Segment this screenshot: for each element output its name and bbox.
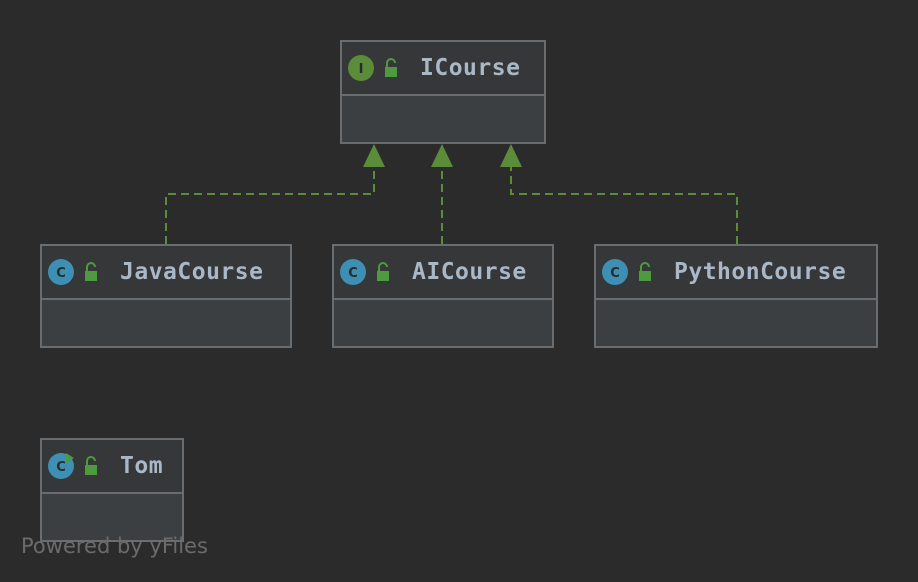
edge-pythoncourse-icourse	[510, 166, 738, 244]
svg-text:C: C	[348, 266, 358, 281]
class-icon: C	[340, 259, 366, 285]
node-pythoncourse-header[interactable]: C PythonCourse	[596, 246, 876, 300]
unlocked-padlock-icon	[382, 58, 400, 78]
node-pythoncourse-name: PythonCourse	[674, 259, 847, 285]
node-icourse-header[interactable]: I ICourse	[342, 42, 544, 96]
runnable-class-icon: C	[48, 453, 74, 479]
unlocked-padlock-icon	[636, 262, 654, 282]
interface-icon: I	[348, 55, 374, 81]
node-icourse-name: ICourse	[420, 55, 521, 81]
class-icon: C	[48, 259, 74, 285]
node-tom[interactable]: C Tom	[40, 438, 184, 542]
svg-text:C: C	[610, 266, 620, 281]
node-icourse[interactable]: I ICourse	[340, 40, 546, 144]
node-tom-name: Tom	[120, 453, 164, 479]
arrowhead-aicourse-icourse	[431, 144, 453, 167]
arrowhead-javacourse-icourse	[363, 144, 385, 167]
svg-text:C: C	[56, 460, 66, 475]
class-icon: C	[602, 259, 628, 285]
node-aicourse[interactable]: C AICourse	[332, 244, 554, 348]
node-javacourse-header[interactable]: C JavaCourse	[42, 246, 290, 300]
arrowhead-pythoncourse-icourse	[500, 144, 522, 167]
node-javacourse-name: JavaCourse	[120, 259, 264, 285]
unlocked-padlock-icon	[82, 262, 100, 282]
node-pythoncourse[interactable]: C PythonCourse	[594, 244, 878, 348]
svg-text:I: I	[359, 62, 364, 77]
unlocked-padlock-icon	[82, 456, 100, 476]
svg-text:C: C	[56, 266, 66, 281]
node-aicourse-header[interactable]: C AICourse	[334, 246, 552, 300]
edge-javacourse-icourse	[165, 166, 375, 244]
node-tom-header[interactable]: C Tom	[42, 440, 182, 494]
node-javacourse[interactable]: C JavaCourse	[40, 244, 292, 348]
yfiles-watermark: Powered by yFiles	[21, 534, 208, 558]
node-aicourse-name: AICourse	[412, 259, 527, 285]
unlocked-padlock-icon	[374, 262, 392, 282]
